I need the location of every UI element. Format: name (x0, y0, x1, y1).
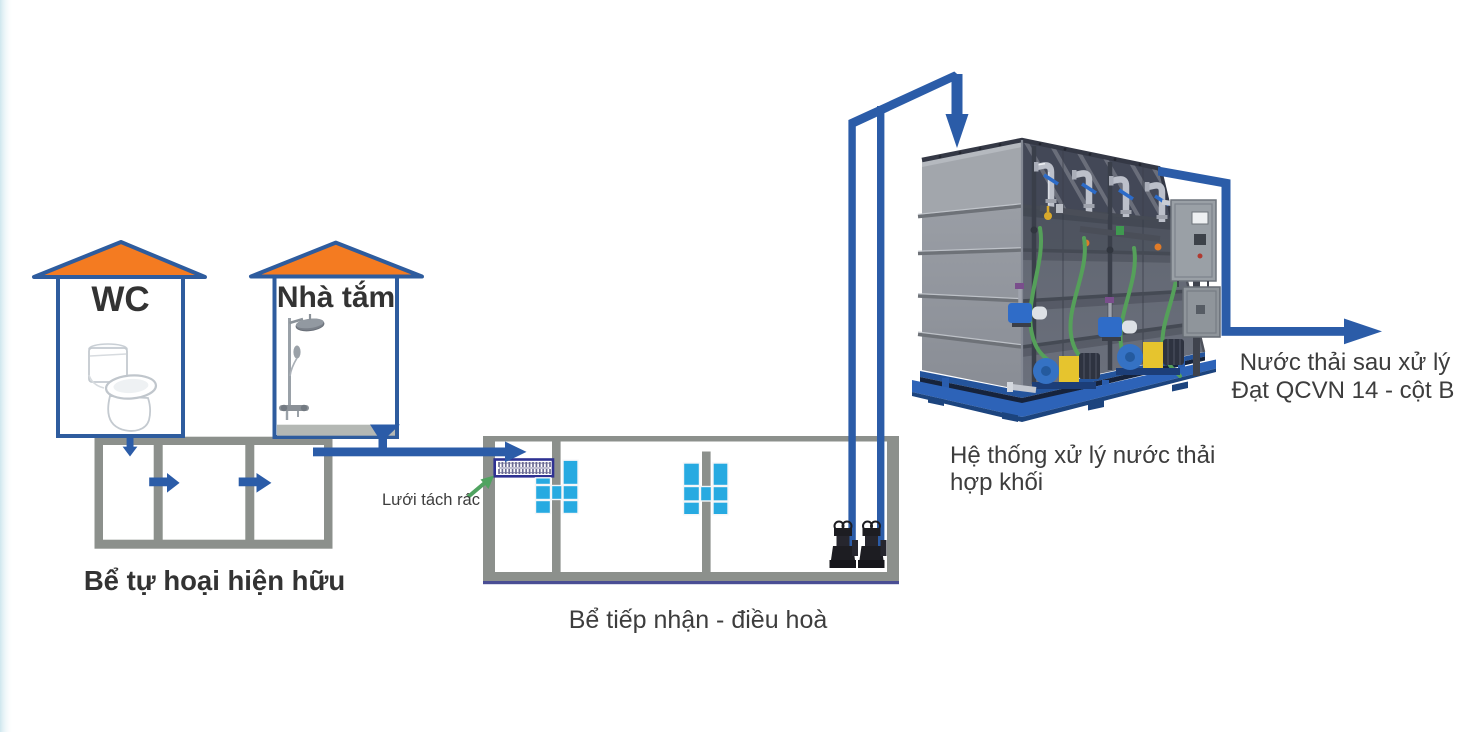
control-cabinets (1170, 199, 1221, 376)
mid-pump-1 (1008, 283, 1047, 327)
toilet-icon (88, 343, 158, 432)
treatment-unit (912, 137, 1221, 422)
base-pump-2 (1116, 339, 1184, 375)
inlet-pipe (313, 441, 527, 463)
mixer-2 (682, 462, 729, 516)
submersible-pump-2 (858, 520, 887, 568)
top-piping-group-b (1109, 176, 1170, 222)
receiving-tank-divider-2 (702, 451, 711, 572)
arrow-into-unit (945, 74, 969, 148)
base-pump-1 (1032, 353, 1100, 389)
bathroom-house-roof (249, 240, 424, 279)
effluent-label-line2: Đạt QCVN 14 - cột B (1232, 377, 1455, 404)
outlet-arrowhead (1344, 318, 1382, 345)
wc-house-roof (32, 240, 207, 279)
mid-pump-2 (1098, 297, 1137, 341)
band2-piping (1039, 204, 1162, 251)
septic-tank (94, 436, 333, 549)
screen-pointer-arrow (466, 475, 494, 499)
riser-pipe-1 (848, 120, 856, 555)
riser-diagonal (848, 71, 962, 127)
treatment-system-label-line1: Hệ thống xử lý nước thải (950, 442, 1215, 469)
receiving-tank-label: Bể tiếp nhận - điều hoà (569, 606, 828, 634)
receiving-tank-left-wall (483, 436, 495, 584)
trash-screen (493, 458, 555, 478)
receiving-tank-right-wall (887, 436, 899, 584)
arrow-compartment-2-3 (238, 473, 272, 493)
receiving-tank-divider-1 (552, 441, 561, 572)
treatment-system-label-line2: hợp khối (950, 469, 1043, 496)
drain-funnel (370, 424, 400, 452)
left-edge-tint (0, 0, 13, 732)
inlet-arrowhead (505, 441, 527, 463)
receiving-tank-bottom-line (483, 581, 899, 585)
skid-base (912, 352, 1216, 422)
wc-label: WC (91, 280, 149, 319)
mixer-1 (534, 459, 579, 515)
screen-ticks-row-1 (498, 462, 551, 467)
outlet-pipe (1158, 166, 1382, 345)
septic-tank-label: Bể tự hoại hiện hữu (84, 565, 345, 596)
arrow-compartment-1-2 (149, 473, 180, 493)
wc-house (32, 240, 207, 438)
bathroom-house (249, 240, 424, 452)
trash-screen-label: Lưới tách rác (382, 491, 480, 509)
septic-flow-arrows (122, 436, 272, 493)
receiving-tank-top-edge (483, 436, 899, 442)
top-piping-group-a (1034, 162, 1097, 212)
riser-pipe-2 (877, 106, 885, 556)
bathroom-label: Nhà tắm (277, 280, 395, 314)
submersible-pump-1 (829, 520, 858, 568)
screen-ticks-row-2 (498, 469, 551, 474)
arrow-down-wc-to-septic (122, 436, 138, 457)
bathroom-floor-slab (277, 424, 395, 436)
drain-stub (1007, 382, 1037, 393)
control-cabinet-upper (1170, 199, 1217, 287)
shower-icon (279, 314, 325, 420)
effluent-label-line1: Nước thải sau xử lý (1240, 349, 1451, 376)
receiving-tank (483, 436, 899, 585)
riser-pipes (848, 71, 962, 556)
control-cabinet-lower (1182, 286, 1221, 338)
